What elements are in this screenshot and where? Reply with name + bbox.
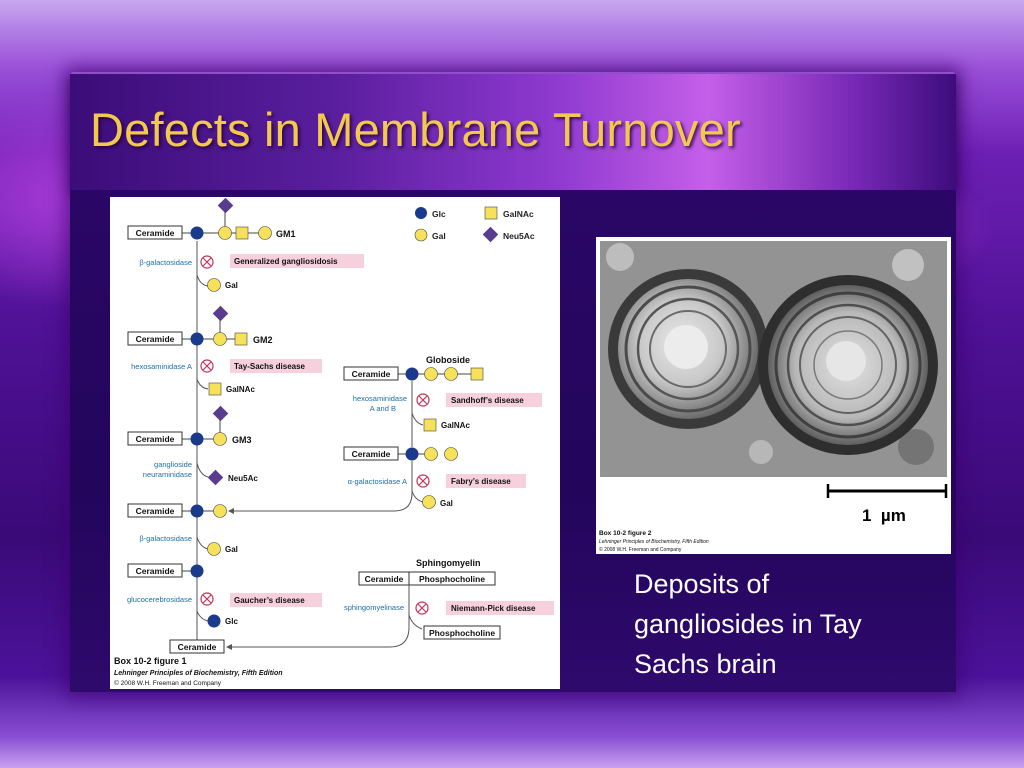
product-gal-3: Gal <box>225 545 238 554</box>
figure1-copyright: © 2008 W.H. Freeman and Company <box>114 679 222 687</box>
ceramide-label: Ceramide <box>136 334 175 344</box>
scale-bar-label: 1 µm <box>862 506 906 525</box>
tay-sachs-micrograph: 1 µm Box 10-2 figure 2 Lehninger Princip… <box>596 237 951 554</box>
enzyme-beta-galactosidase-2: β-galactosidase <box>139 534 192 543</box>
figure2-book: Lehninger Principles of Biochemistry, Fi… <box>599 539 709 545</box>
scale-bar: 1 µm <box>826 484 948 525</box>
ceramide-label: Ceramide <box>136 228 175 238</box>
enzyme-alpha-galactosidase-a: α-galactosidase A <box>348 477 407 486</box>
legend-gal-icon <box>414 228 428 242</box>
legend-neu5ac-icon <box>482 226 499 243</box>
micrograph-caption: Deposits of gangliosides in Tay Sachs br… <box>634 564 934 684</box>
enzyme-sphingomyelinase: sphingomyelinase <box>344 603 404 612</box>
disease-generalized-gangliosidosis: Generalized gangliosidosis <box>234 257 338 266</box>
legend-gal-label: Gal <box>432 231 446 241</box>
product-galnac-2: GalNAc <box>441 421 470 430</box>
product-galnac-1: GalNAc <box>226 385 255 394</box>
disease-box-sandhoff <box>446 393 542 407</box>
lactosylceramide-structure: Ceramide <box>127 503 227 518</box>
ceramide-label: Ceramide <box>352 449 391 459</box>
product-neu5ac-1: Neu5Ac <box>228 474 258 483</box>
disease-sandhoff: Sandhoff’s disease <box>451 396 524 405</box>
final-ceramide-box <box>169 639 225 654</box>
disease-box-generalized <box>230 254 364 268</box>
disease-tay-sachs: Tay-Sachs disease <box>234 362 306 371</box>
legend-neu5ac-label: Neu5Ac <box>503 231 535 241</box>
product-gal-2: Gal <box>440 499 453 508</box>
figure1-title: Box 10-2 figure 1 <box>114 656 187 666</box>
enzyme-glucocerebrosidase: glucocerebrosidase <box>127 595 192 604</box>
figure2-title: Box 10-2 figure 2 <box>599 530 652 537</box>
enzyme-beta-galactosidase: β-galactosidase <box>139 258 192 267</box>
gm3-label: GM3 <box>232 435 252 445</box>
inclusion-body-right <box>758 275 938 455</box>
phosphocholine-label: Phosphocholine <box>429 628 495 638</box>
gm2-label: GM2 <box>253 335 273 345</box>
caption-line-2: gangliosides in Tay <box>634 609 862 639</box>
enzyme-hexosaminidase-a: hexosaminidase A <box>131 362 192 371</box>
enzyme-neuraminidase-line2: neuraminidase <box>143 470 192 479</box>
disease-box-niemann-pick <box>446 601 554 615</box>
ceramide-label: Ceramide <box>178 642 217 652</box>
phosphocholine-product-box <box>423 625 501 640</box>
disease-niemann-pick: Niemann-Pick disease <box>451 604 536 613</box>
ceramide-label: Ceramide <box>136 434 175 444</box>
legend-glc-icon <box>415 207 427 219</box>
disease-box-fabry <box>446 474 526 488</box>
product-gal-1: Gal <box>225 281 238 290</box>
inclusion-body-left <box>608 269 768 429</box>
gm1-structure: Ceramide GM1 <box>127 197 296 240</box>
disease-fabry: Fabry’s disease <box>451 477 511 486</box>
ceramide-label: Ceramide <box>136 566 175 576</box>
ceramide-label: Ceramide <box>365 574 404 584</box>
figure2-copyright: © 2008 W.H. Freeman and Company <box>599 546 682 553</box>
phosphocholine-label: Phosphocholine <box>419 574 485 584</box>
legend-galnac-label: GalNAc <box>503 209 534 219</box>
globoside-structure: Globoside Ceramide <box>343 355 484 381</box>
globoside-label: Globoside <box>426 355 470 365</box>
sphingolipid-degradation-diagram: Glc GalNAc Gal Neu5Ac Ceramide GM1 β-gal… <box>110 197 560 689</box>
disease-box-gaucher <box>230 593 322 607</box>
enzyme-hexosaminidase-ab-line1: hexosaminidase <box>353 394 407 403</box>
ceramide-label: Ceramide <box>352 369 391 379</box>
slide-title: Defects in Membrane Turnover <box>90 103 741 156</box>
title-band <box>70 74 956 190</box>
legend: Glc GalNAc Gal Neu5Ac <box>414 206 535 243</box>
gm1-label: GM1 <box>276 229 296 239</box>
figure1-book: Lehninger Principles of Biochemistry, Fi… <box>114 670 283 677</box>
gm3-structure: Ceramide GM3 <box>127 405 252 446</box>
enzyme-neuraminidase-line1: ganglioside <box>154 460 192 469</box>
legend-galnac-icon <box>484 206 498 220</box>
ceramide-label: Ceramide <box>136 506 175 516</box>
caption-line-3: Sachs brain <box>634 649 777 679</box>
legend-glc-label: Glc <box>432 209 446 219</box>
caption-line-1: Deposits of <box>634 569 770 599</box>
enzyme-hexosaminidase-ab-line2: A and B <box>370 404 396 413</box>
glucosylceramide-structure: Ceramide <box>127 563 204 578</box>
disease-box-tay-sachs <box>230 359 322 373</box>
disease-gaucher: Gaucher’s disease <box>234 596 305 605</box>
product-glc-1: Glc <box>225 617 238 626</box>
trihexosylceramide-structure: Ceramide <box>343 446 458 461</box>
sphingomyelin-label: Sphingomyelin <box>416 558 481 568</box>
sphingomyelin-structure: Sphingomyelin Ceramide Phosphocholine <box>358 558 496 586</box>
gm2-structure: Ceramide GM2 <box>127 305 273 346</box>
